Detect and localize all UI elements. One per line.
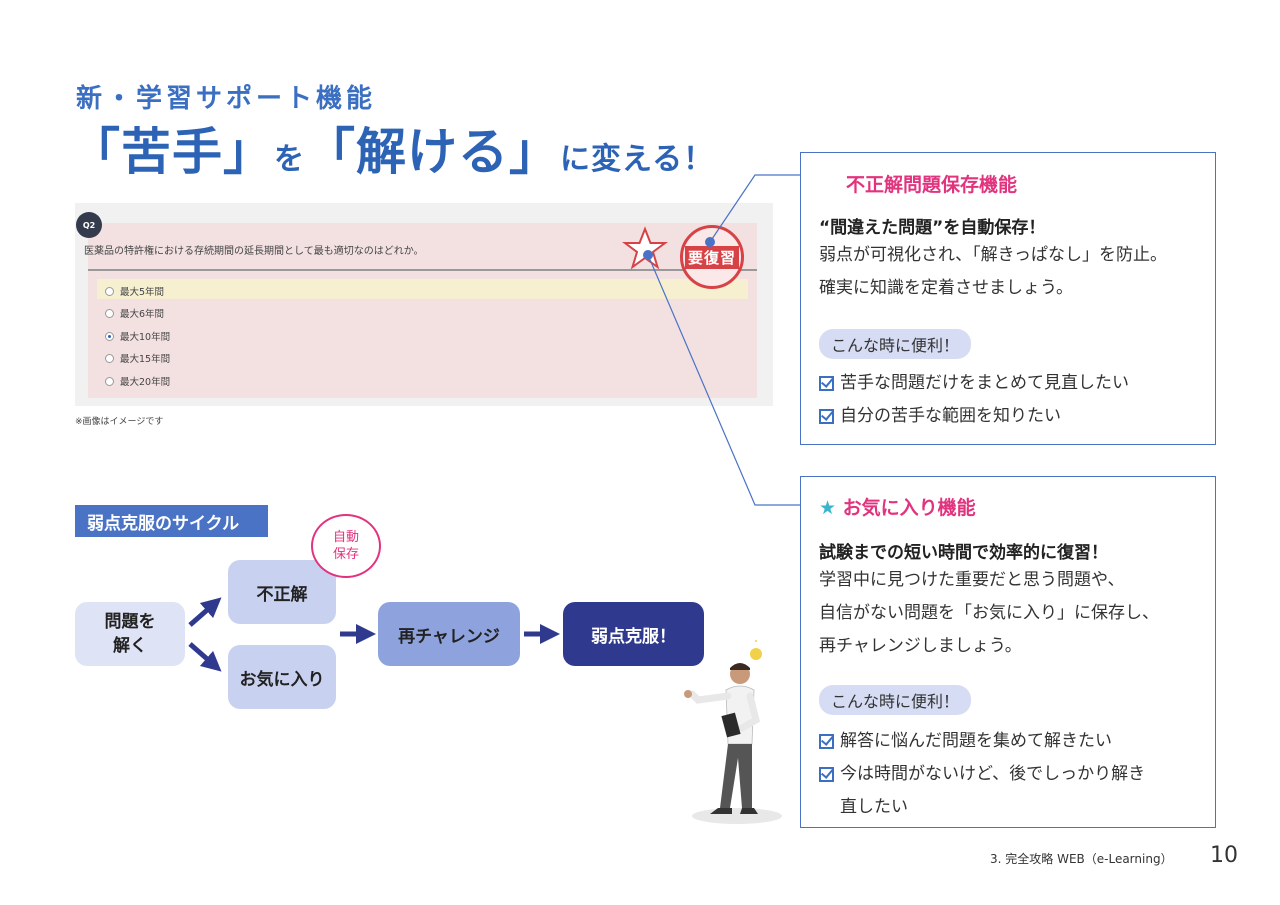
radio-icon [105,308,114,318]
favorite-panel-lead: 試験までの短い時間で効率的に復習！ [819,543,1108,563]
node-solve-line1: 問題を [104,612,156,632]
radio-icon [105,376,114,386]
option-1[interactable]: 最大5年間 [105,284,164,298]
node-wrong: 不正解 [228,560,336,624]
check-label: 解答に悩んだ問題を集めて解きたい [840,731,1112,751]
star-icon: ★ [819,497,837,519]
favorite-panel-pill: こんな時に便利！ [819,685,972,715]
body-line: 弱点が可視化され、「解きっぱなし」を防止。 [819,245,1167,265]
wrong-answer-save-panel: 不正解問題保存機能 “間違えた問題”を自動保存！ 弱点が可視化され、「解きっぱな… [800,152,1216,445]
bubble-line2: 保存 [332,547,359,562]
check-item: 解答に悩んだ問題を集めて解きたい [819,725,1145,758]
check-label: 自分の苦手な範囲を知りたい [840,406,1061,426]
footer-section: 3. 完全攻略 WEB（e-Learning） [990,852,1173,866]
body-line: 学習中に見つけた重要だと思う問題や、 [819,570,1125,590]
check-label: 直したい [840,797,908,817]
question-divider [88,269,757,271]
checkbox-icon [819,767,834,782]
pill-label: こんな時に便利！ [819,685,972,715]
lightbulb-icon [750,640,762,660]
node-favorite: お気に入り [228,645,336,709]
save-panel-pill: こんな時に便利！ [819,329,972,359]
review-stamp: 要復習 [680,225,744,289]
favorite-panel-body: 学習中に見つけた重要だと思う問題や、 自信がない問題を「お気に入り」に保存し、 … [819,564,1159,663]
body-line: 再チャレンジしましょう。 [819,636,1022,656]
page-subtitle: 新・学習サポート機能 [76,84,377,114]
save-panel-checklist: 苦手な問題だけをまとめて見直したい 自分の苦手な範囲を知りたい [819,367,1129,433]
headline-part-2: を [274,142,305,177]
headline-part-3: 「解ける」 [305,123,560,181]
checkbox-icon [819,409,834,424]
node-overcome: 弱点克服！ [563,602,704,666]
option-highlight [97,279,748,299]
node-solve: 問題を 解く [75,602,185,666]
person-illustration [684,640,782,824]
stamp-text: 要復習 [684,245,739,269]
node-solve-line2: 解く [113,636,147,656]
favorite-panel: ★ お気に入り機能 試験までの短い時間で効率的に復習！ 学習中に見つけた重要だと… [800,476,1216,828]
radio-selected-icon [105,331,114,341]
favorite-panel-title: ★ お気に入り機能 [819,493,976,520]
checkbox-icon [819,734,834,749]
option-4[interactable]: 最大15年間 [105,351,170,365]
checkbox-icon [819,376,834,391]
check-item: 自分の苦手な範囲を知りたい [819,400,1129,433]
check-label: 今は時間がないけど、後でしっかり解き [840,764,1146,784]
page-number: 10 [1210,843,1238,868]
question-number-badge: Q2 [76,212,102,238]
headline-part-1: 「苦手」 [70,123,274,181]
option-label: 最大20年間 [120,377,171,388]
option-5[interactable]: 最大20年間 [105,374,170,388]
check-item: 直したい [819,791,1145,824]
option-2[interactable]: 最大6年間 [105,306,164,320]
cycle-label: 弱点克服のサイクル [75,505,268,537]
body-line: 自信がない問題を「お気に入り」に保存し、 [819,603,1159,623]
option-label: 最大6年間 [120,309,165,320]
save-panel-body: 弱点が可視化され、「解きっぱなし」を防止。 確実に知識を定着させましょう。 [819,239,1167,305]
body-line: 確実に知識を定着させましょう。 [819,278,1073,298]
radio-icon [105,286,114,296]
option-label: 最大15年間 [120,354,171,365]
image-caption: ※画像はイメージです [75,417,164,427]
bubble-line1: 自動 [332,530,359,545]
check-item: 苦手な問題だけをまとめて見直したい [819,367,1129,400]
check-item: 今は時間がないけど、後でしっかり解き [819,758,1145,791]
favorite-panel-checklist: 解答に悩んだ問題を集めて解きたい 今は時間がないけど、後でしっかり解き 直したい [819,725,1145,824]
option-label: 最大5年間 [120,287,165,298]
option-3[interactable]: 最大10年間 [105,329,170,343]
save-panel-lead: “間違えた問題”を自動保存！ [819,218,1046,238]
question-text: 医薬品の特許権における存続期間の延長期間として最も適切なのはどれか。 [84,246,424,257]
auto-save-bubble: 自動 保存 [311,514,381,578]
radio-icon [105,353,114,363]
save-panel-title: 不正解問題保存機能 [846,174,1018,196]
page-headline: 「苦手」を「解ける」に変える！ [70,112,714,184]
node-retry: 再チャレンジ [378,602,520,666]
favorite-title-text: お気に入り機能 [842,497,976,519]
headline-part-4: に変える！ [560,142,715,177]
pill-label: こんな時に便利！ [819,329,972,359]
option-label: 最大10年間 [120,332,171,343]
check-label: 苦手な問題だけをまとめて見直したい [840,373,1129,393]
